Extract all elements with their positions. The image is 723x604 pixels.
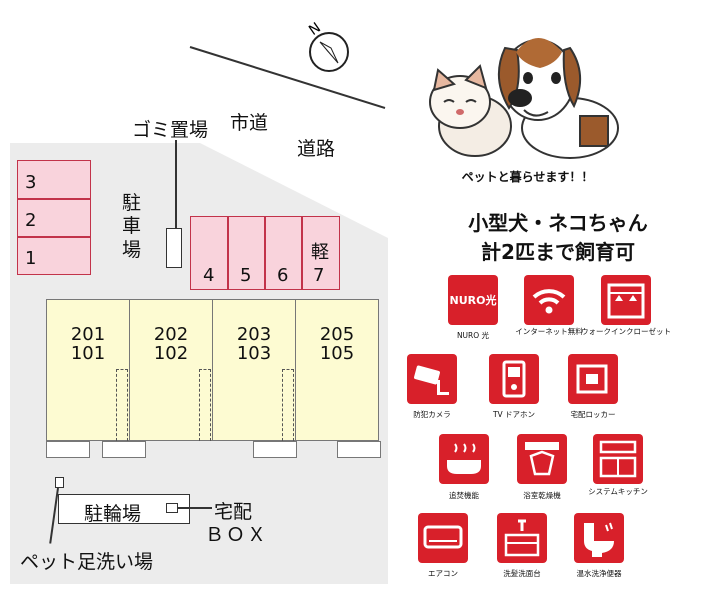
amenity-label-dryer: 浴室乾燥機 <box>523 491 561 500</box>
amenity-label-bath: 追焚機能 <box>449 491 479 500</box>
parking-label-3: 場 <box>122 239 142 261</box>
amenity-label-camera: 防犯カメラ <box>413 410 451 419</box>
camera-icon <box>407 354 457 404</box>
road-label: 道路 <box>297 138 336 160</box>
pet-wash-label: ペット足洗い場 <box>20 551 154 573</box>
delivery-label-2: ＢＯＸ <box>205 524 269 546</box>
delivery-label-1: 宅配 <box>214 501 253 523</box>
parking-3: 3 <box>25 172 37 193</box>
garbage-box <box>166 228 182 268</box>
amenity-label-aircon: エアコン <box>428 569 458 578</box>
amenity-label-doorphone: TV ドアホン <box>492 410 536 419</box>
parking-7: 7 <box>313 265 325 286</box>
dog-cat-illustration <box>429 38 619 159</box>
vanity-icon <box>497 513 547 563</box>
pet-line-2: 計2匹まで飼育可 <box>481 240 635 264</box>
compass-icon: N <box>306 20 349 72</box>
parking-label-2: 車 <box>122 215 142 237</box>
parking-1: 1 <box>25 248 37 269</box>
garbage-label: ゴミ置場 <box>132 119 209 141</box>
toilet-icon <box>574 513 624 563</box>
parking-label-1: 駐 <box>122 192 142 214</box>
bicycle-label: 駐輪場 <box>84 503 142 525</box>
parking-kei: 軽 <box>311 242 329 263</box>
nuro-badge: NURO光 <box>449 294 497 307</box>
dryer-icon <box>517 434 567 484</box>
amenity-label-toilet: 温水洗浄便器 <box>576 569 622 578</box>
parking-left-block <box>17 160 91 275</box>
amenity-label-locker: 宅配ロッカー <box>570 410 616 419</box>
wifi-icon <box>524 275 574 325</box>
parking-6: 6 <box>277 265 289 286</box>
unit-205-105: 205 105 <box>295 299 379 441</box>
road-city-label: 市道 <box>230 112 269 134</box>
site-edge <box>189 46 400 290</box>
kitchen-icon <box>593 434 643 484</box>
garbage-leader <box>175 140 177 230</box>
amenity-label-closet: ウォークインクローゼット <box>581 327 671 336</box>
delivery-box <box>166 503 178 513</box>
pet-line-1: 小型犬・ネコちゃん <box>468 211 648 235</box>
amenity-label-nuro: NURO 光 <box>456 331 490 340</box>
nuro-icon: NURO光 <box>448 275 498 325</box>
locker-icon <box>568 354 618 404</box>
amenity-label-wifi: インターネット無料 <box>515 327 583 336</box>
parking-4: 4 <box>203 265 215 286</box>
parking-5: 5 <box>240 265 252 286</box>
bath-icon <box>439 434 489 484</box>
amenity-label-kitchen: システムキッチン <box>588 487 648 496</box>
pet-caption: ペットと暮らせます！！ <box>461 170 594 184</box>
doorphone-icon <box>489 354 539 404</box>
pet-wash-marker <box>55 477 64 488</box>
amenity-label-vanity: 洗髪洗面台 <box>503 569 541 578</box>
aircon-icon <box>418 513 468 563</box>
parking-2: 2 <box>25 210 37 231</box>
closet-icon <box>601 275 651 325</box>
